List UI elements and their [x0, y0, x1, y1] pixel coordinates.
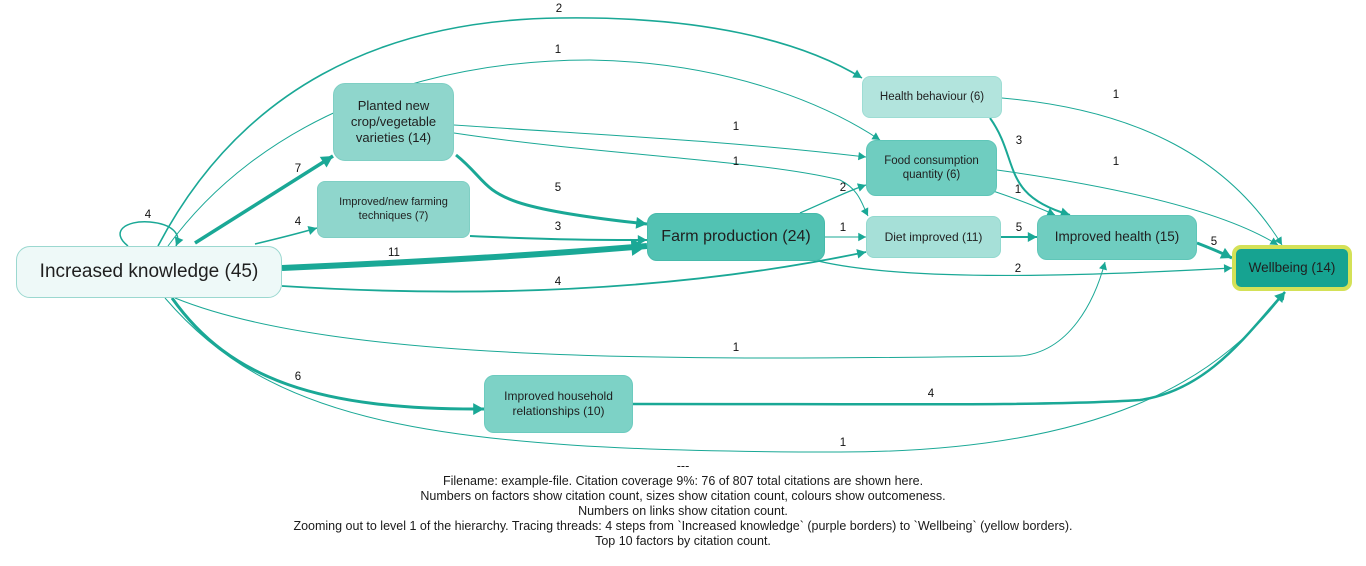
link-ik-hb: [157, 17, 863, 247]
factor-label: Wellbeing (14): [1248, 259, 1336, 275]
link-arrowhead-fp-di: [858, 232, 866, 242]
caption-top-factors-line: Top 10 factors by citation count.: [595, 534, 771, 548]
link-label-ik-fp: 11: [388, 247, 400, 259]
factor-pn[interactable]: Planted new crop/vegetable varieties (14…: [333, 83, 454, 161]
factor-label: Farm production (24): [661, 228, 811, 245]
link-label-fp-fc: 2: [840, 182, 846, 194]
link-fc-wb: [996, 169, 1279, 246]
caption-separator: ---: [676, 459, 690, 473]
link-ik-hr: [170, 297, 485, 411]
link-label-ik-wb: 1: [840, 437, 846, 449]
link-label-ik-it: 4: [295, 216, 302, 228]
link-label-hb-wb: 1: [1113, 89, 1119, 101]
factor-label: Health behaviour (6): [879, 90, 985, 103]
link-label-fc-wb: 1: [1113, 156, 1119, 168]
link-arrowhead-fc-wb: [1269, 237, 1278, 245]
link-arrowhead-fp-fc: [856, 183, 866, 192]
link-ik-it: [254, 227, 318, 245]
link-ik-di: [281, 251, 867, 293]
link-arrowhead-ik-ih: [1099, 262, 1107, 271]
link-arrowhead-ik-ik: [174, 236, 184, 246]
link-pn-di: [453, 132, 869, 217]
caption-filename-line: Filename: example-file. Citation coverag…: [442, 474, 924, 488]
link-arrowhead-hb-ih: [1059, 207, 1070, 218]
link-arrowhead-ik-di: [856, 249, 866, 259]
link-ik-ih: [174, 261, 1106, 359]
factor-label: Planted new crop/vegetable varieties (14…: [350, 97, 437, 146]
factor-fc[interactable]: Food consumption quantity (6): [866, 140, 997, 196]
link-arrowhead-pn-fp: [635, 216, 647, 229]
link-fp-wb: [817, 260, 1233, 277]
link-label-ik-ih: 1: [733, 342, 739, 354]
link-label-fp-wb: 2: [1015, 263, 1021, 275]
link-arrowhead-ik-hb: [852, 69, 862, 78]
link-label-pn-di: 1: [733, 156, 739, 168]
link-arrowhead-ik-pn: [319, 156, 333, 168]
factor-label: Food consumption quantity (6): [884, 154, 979, 181]
link-label-di-ih: 5: [1016, 222, 1022, 234]
link-label-pn-fp: 5: [555, 182, 561, 194]
link-ik-fp: [281, 243, 648, 271]
link-arrowhead-di-ih: [1027, 232, 1037, 242]
factor-label: Improved health (15): [1054, 229, 1180, 245]
link-arrowhead-ik-fp: [630, 238, 647, 256]
link-label-ik-hb: 2: [556, 3, 562, 15]
factor-di[interactable]: Diet improved (11): [866, 216, 1001, 258]
link-label-pn-fc: 1: [733, 121, 739, 133]
link-label-ik-hr: 6: [295, 371, 301, 383]
link-hb-ih: [989, 117, 1071, 216]
factor-label: Diet improved (11): [884, 229, 983, 244]
link-pn-fc: [453, 124, 867, 158]
link-ik-fc: [167, 59, 881, 247]
factor-label: Improved household relationships (10): [504, 389, 613, 418]
link-ik-ik: [119, 221, 179, 247]
link-it-fp: [469, 235, 648, 241]
link-label-hb-ih: 3: [1016, 135, 1022, 147]
factor-label: Increased knowledge (45): [39, 261, 259, 283]
link-label-ik-di: 4: [555, 276, 562, 288]
factor-wb[interactable]: Wellbeing (14): [1232, 245, 1352, 291]
link-arrowhead-hb-wb: [1274, 236, 1282, 245]
link-ik-wb: [164, 291, 1286, 453]
link-ik-pn: [194, 154, 334, 245]
factor-ik[interactable]: Increased knowledge (45): [16, 246, 282, 298]
link-label-fp-di: 1: [840, 222, 846, 234]
caption-links-legend: Numbers on links show citation count.: [578, 504, 788, 518]
link-label-ik-pn: 7: [295, 163, 301, 175]
diagram-caption: --- Filename: example-file. Citation cov…: [0, 459, 1366, 549]
factor-hr[interactable]: Improved household relationships (10): [484, 375, 633, 433]
factor-ih[interactable]: Improved health (15): [1037, 215, 1197, 260]
link-arrowhead-fp-wb: [1223, 264, 1232, 273]
factor-fp[interactable]: Farm production (24): [647, 213, 825, 261]
link-arrowhead-it-fp: [637, 234, 647, 245]
factor-it[interactable]: Improved/new farming techniques (7): [317, 181, 470, 238]
link-hb-wb: [1001, 97, 1283, 246]
caption-tracing-line: Zooming out to level 1 of the hierarchy.…: [293, 519, 1073, 533]
link-arrowhead-pn-fc: [857, 152, 866, 161]
link-fp-fc: [799, 184, 867, 214]
caption-factors-legend: Numbers on factors show citation count, …: [420, 489, 946, 503]
link-arrowhead-pn-di: [860, 207, 869, 216]
link-arrowhead-ik-it: [307, 225, 317, 235]
link-arrowhead-fc-ih: [1046, 208, 1055, 216]
factor-hb[interactable]: Health behaviour (6): [862, 76, 1002, 118]
link-hr-wb: [632, 291, 1286, 406]
link-label-it-fp: 3: [555, 221, 561, 233]
factor-label: Improved/new farming techniques (7): [339, 195, 448, 222]
link-label-ik-ik: 4: [145, 209, 152, 221]
link-arrowhead-ik-hr: [473, 403, 484, 415]
link-arrowhead-ik-fc: [871, 132, 880, 140]
link-fc-ih: [989, 189, 1056, 216]
link-pn-fp: [455, 153, 648, 226]
link-label-ik-fc: 1: [555, 44, 561, 56]
link-arrowhead-ih-wb: [1219, 247, 1232, 259]
link-label-fc-ih: 1: [1015, 184, 1021, 196]
link-label-ih-wb: 5: [1211, 236, 1217, 248]
link-arrowhead-hr-wb: [1274, 292, 1285, 304]
link-label-hr-wb: 4: [928, 388, 935, 400]
